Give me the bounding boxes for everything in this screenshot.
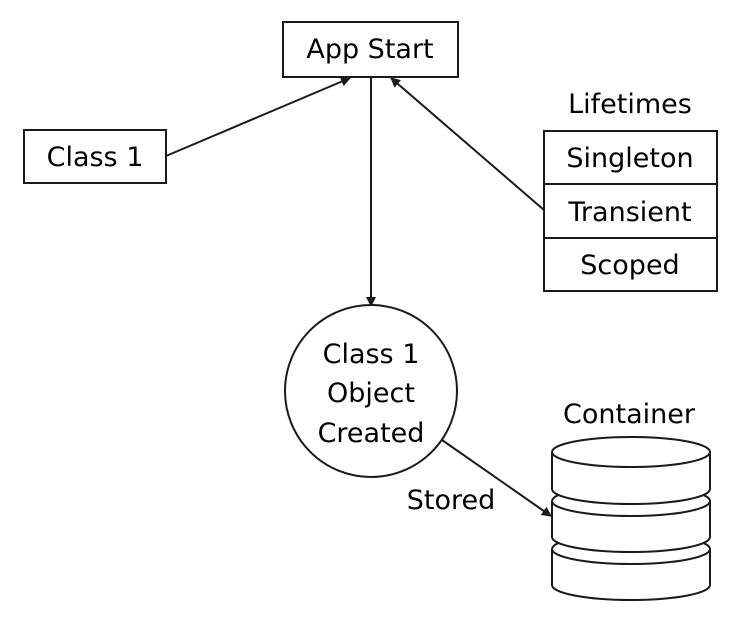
- object-label-line3: Created: [318, 418, 425, 449]
- container-title: Container: [563, 399, 696, 430]
- app-start-label: App Start: [306, 34, 433, 65]
- lifetimes-stack: Singleton Transient Scoped: [543, 130, 718, 292]
- container-database-icon: [551, 436, 711, 601]
- app-start-node: App Start: [282, 21, 459, 78]
- lifetime-scoped: Scoped: [580, 250, 679, 281]
- arrow-object-to-container: [441, 439, 552, 517]
- class1-node: Class 1: [23, 129, 167, 184]
- arrow-lifetimes-to-app-start: [390, 77, 545, 211]
- object-node: Class 1 Object Created: [284, 304, 458, 478]
- lifetimes-title: Lifetimes: [568, 89, 692, 120]
- lifetime-singleton: Singleton: [566, 143, 693, 174]
- object-label-line2: Object: [327, 378, 415, 409]
- lifetime-transient: Transient: [567, 197, 691, 228]
- arrow-class1-to-app-start: [165, 76, 351, 157]
- class1-label: Class 1: [47, 142, 144, 173]
- object-label-line1: Class 1: [323, 339, 420, 370]
- stored-label: Stored: [407, 485, 496, 516]
